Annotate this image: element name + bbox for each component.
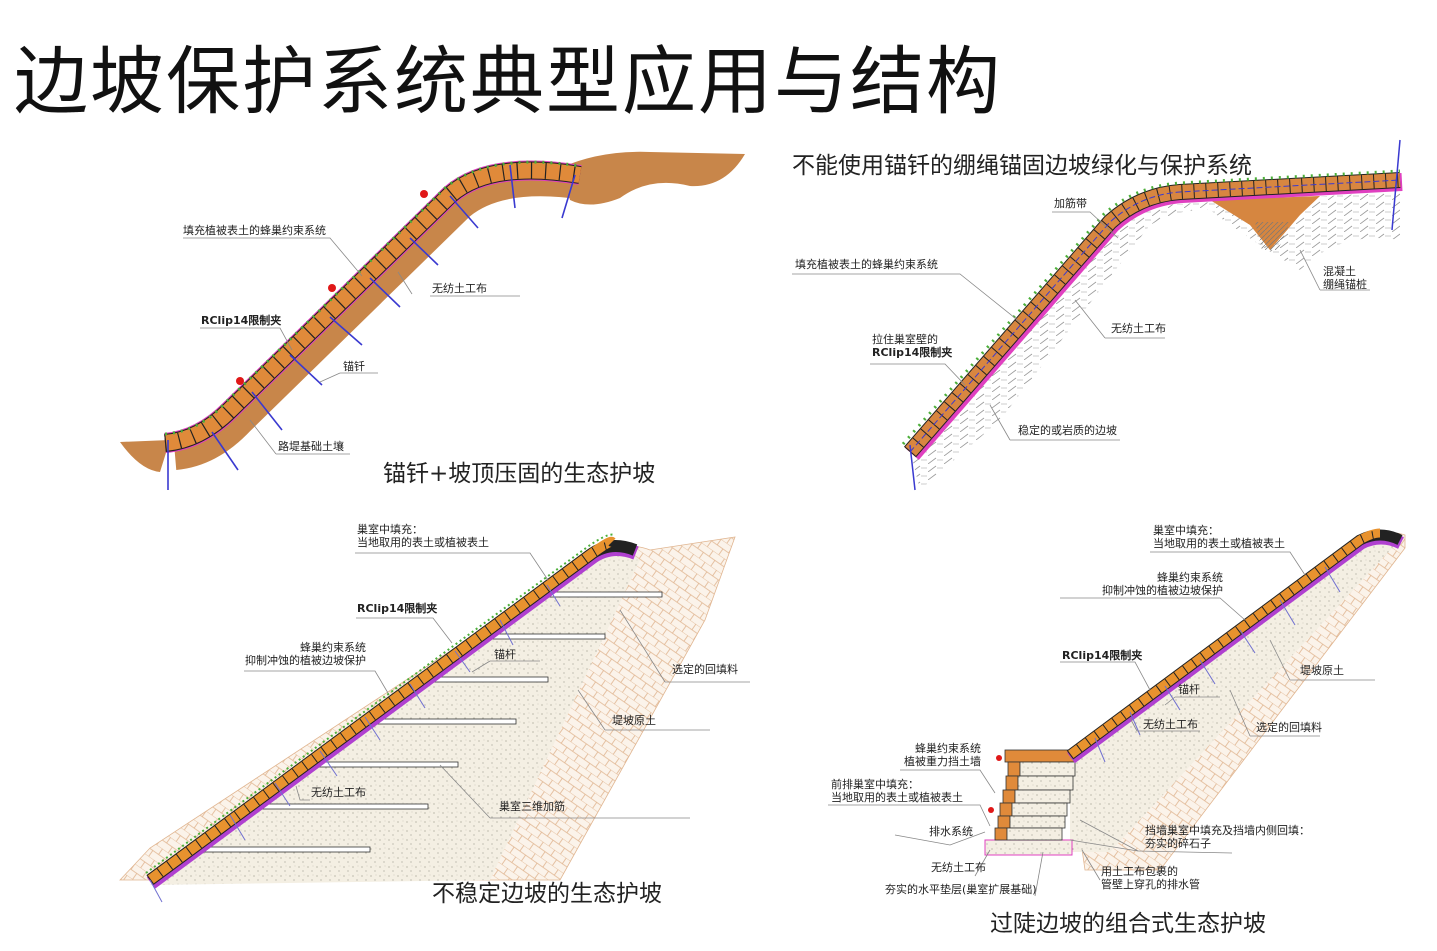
p3-label-reinforce: 巢室三维加筋 (499, 800, 565, 813)
p2-label-concrete-line2: 绷绳锚桩 (1323, 278, 1367, 291)
p4-label-rclip: RClip14限制夹 (1062, 649, 1143, 662)
p4-label-infill: 巢室中填充：当地取用的表土或植被表土 (1153, 524, 1285, 550)
p3-label-infill-line1: 巢室中填充： (357, 523, 423, 536)
p1-label-anchor: 锚钎 (343, 360, 365, 373)
p3-label-geocell-line2: 抑制冲蚀的植被边坡保护 (245, 654, 366, 667)
p4-label-front-infill: 前排巢室中填充：当地取用的表土或植被表土 (831, 778, 963, 804)
p2-label-concrete: 混凝土绷绳锚桩 (1323, 265, 1367, 291)
p4-label-anchor: 锚杆 (1178, 683, 1200, 696)
p4-label-wallfill-line1: 挡墙巢室中填充及挡墙内侧回填： (1145, 824, 1310, 837)
gravity-wall (994, 749, 1076, 841)
p4-label-front-line2: 当地取用的表土或植被表土 (831, 791, 963, 804)
panel-3-caption: 不稳定边坡的生态护坡 (432, 881, 662, 907)
panel-4-caption: 过陡边坡的组合式生态护坡 (990, 911, 1266, 937)
p2-label-rclip-line2: RClip14限制夹 (872, 346, 953, 359)
p4-label-pipe: 用土工布包裹的管壁上穿孔的排水管 (1101, 865, 1200, 891)
panel-1-caption: 锚钎+坡顶压固的生态护坡 (383, 461, 656, 487)
panel-2-caption: 不能使用锚钎的绷绳锚固边坡绿化与保护系统 (792, 153, 1252, 179)
page-title: 边坡保护系统典型应用与结构 (14, 39, 1002, 125)
p4-label-pipe-line2: 管壁上穿孔的排水管 (1101, 878, 1200, 891)
p4-label-wall: 蜂巢约束系统植被重力挡土墙 (904, 742, 981, 768)
p4-label-backfill: 选定的回填料 (1256, 721, 1322, 734)
p1-label-subgrade: 路堤基础土壤 (278, 440, 344, 453)
p4-label-front-line1: 前排巢室中填充： (831, 778, 919, 791)
p4-label-infill-line2: 当地取用的表土或植被表土 (1153, 537, 1285, 550)
panel-3-diagram (119, 533, 750, 903)
p3-label-geocell-line1: 蜂巢约束系统 (300, 641, 366, 654)
p4-label-base: 夯实的水平垫层(巢室扩展基础) (885, 883, 1037, 896)
p3-label-geotextile: 无纺土工布 (311, 786, 366, 799)
p4-label-geotextile-base: 无纺土工布 (931, 861, 986, 874)
p4-label-geocell-line1: 蜂巢约束系统 (1157, 571, 1223, 584)
p3-label-native: 堤坡原土 (612, 714, 656, 727)
p1-label-geocell: 填充植被表土的蜂巢约束系统 (183, 224, 326, 237)
p4-label-drain: 排水系统 (929, 825, 973, 838)
p4-label-geotextile: 无纺土工布 (1143, 718, 1198, 731)
p2-label-stable: 稳定的或岩质的边坡 (1018, 424, 1117, 437)
p3-label-backfill: 选定的回填料 (672, 663, 738, 676)
p3-label-geocell: 蜂巢约束系统抑制冲蚀的植被边坡保护 (245, 641, 366, 667)
p3-label-infill-line2: 当地取用的表土或植被表土 (357, 536, 489, 549)
p4-label-wall-line1: 蜂巢约束系统 (915, 742, 981, 755)
panel-2-diagram (792, 139, 1403, 491)
p2-label-geocell: 填充植被表土的蜂巢约束系统 (795, 258, 938, 271)
p4-label-wall-line2: 植被重力挡土墙 (904, 755, 981, 768)
p2-label-concrete-line1: 混凝土 (1323, 265, 1356, 278)
p3-label-infill: 巢室中填充：当地取用的表土或植被表土 (357, 523, 489, 549)
p2-label-geotextile: 无纺土工布 (1111, 322, 1166, 335)
p1-label-geotextile: 无纺土工布 (432, 282, 487, 295)
p2-label-tendon: 加筋带 (1054, 197, 1087, 210)
p4-label-wallfill: 挡墙巢室中填充及挡墙内侧回填：夯实的碎石子 (1145, 824, 1310, 850)
p4-label-geocell: 蜂巢约束系统抑制冲蚀的植被边坡保护 (1102, 571, 1223, 597)
panel-4-diagram (828, 528, 1406, 897)
p4-label-wallfill-line2: 夯实的碎石子 (1145, 837, 1211, 850)
p3-label-rclip: RClip14限制夹 (357, 602, 438, 615)
p4-label-native: 堤坡原土 (1300, 664, 1344, 677)
p4-label-pipe-line1: 用土工布包裹的 (1101, 865, 1178, 878)
p1-label-rclip: RClip14限制夹 (201, 314, 282, 327)
panel-1-diagram (120, 151, 745, 490)
p4-label-geocell-line2: 抑制冲蚀的植被边坡保护 (1102, 584, 1223, 597)
p4-label-infill-line1: 巢室中填充： (1153, 524, 1219, 537)
p2-label-rclip-line1: 拉住巢室壁的 (872, 333, 938, 346)
p3-label-anchor: 锚杆 (494, 648, 516, 661)
